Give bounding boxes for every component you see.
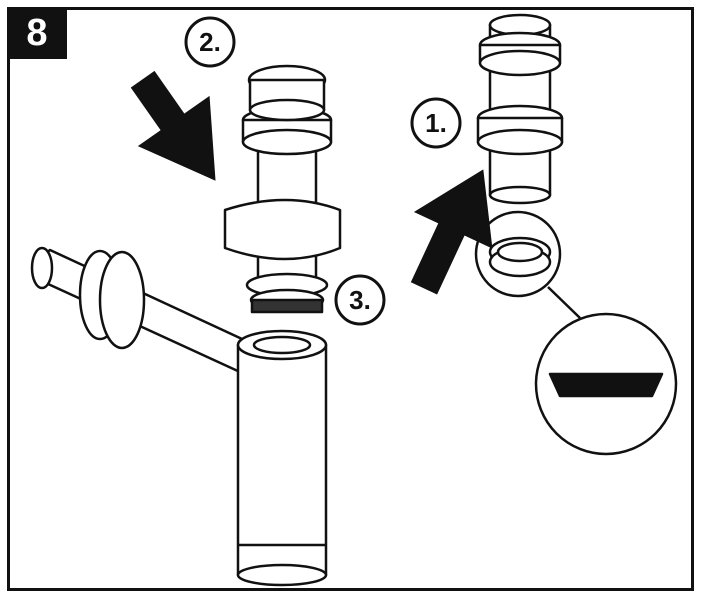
step-label-three: 3.: [334, 274, 386, 326]
siphon-tube-right: [476, 13, 564, 205]
arrow-up-icon: [410, 169, 493, 295]
trap-body: [236, 329, 328, 587]
step-number-badge: 8: [7, 7, 67, 59]
step-label-one: 1.: [410, 97, 462, 149]
ring-cross-section-detail: [534, 286, 678, 456]
svg-text:2.: 2.: [199, 27, 221, 57]
step-label-two: 2.: [184, 16, 236, 68]
wall-pipe: [30, 246, 257, 374]
svg-text:3.: 3.: [349, 285, 371, 315]
svg-text:1.: 1.: [425, 108, 447, 138]
siphon-tube-center: [223, 64, 342, 314]
arrow-down-icon: [130, 70, 216, 181]
sealing-ring: [474, 210, 562, 298]
